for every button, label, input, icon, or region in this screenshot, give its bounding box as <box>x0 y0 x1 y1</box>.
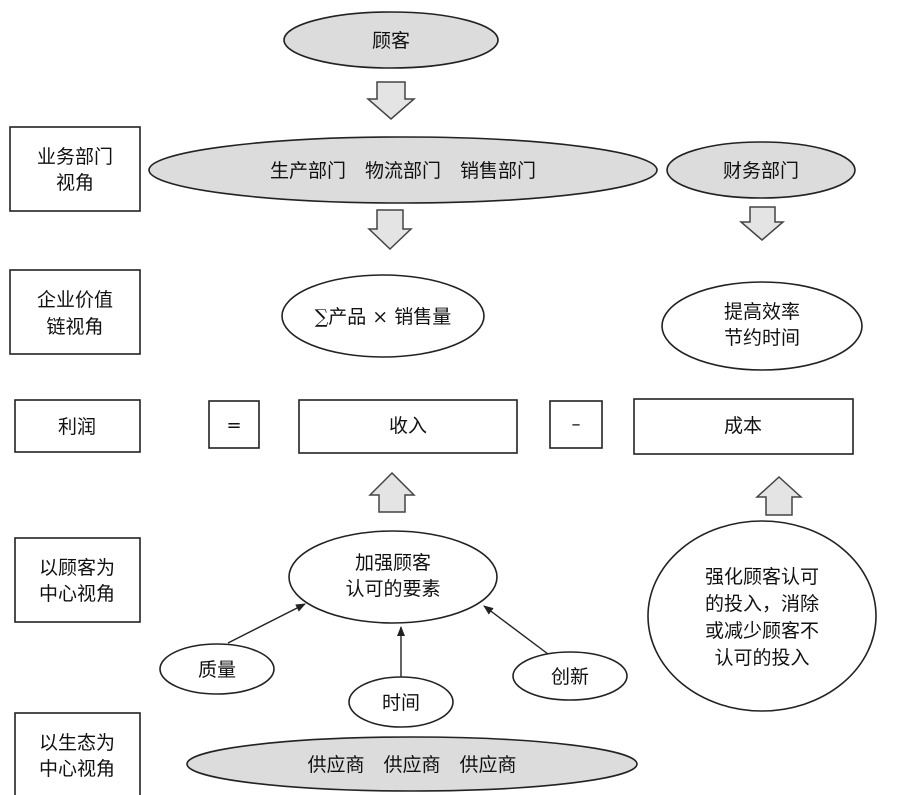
node-finance-department: 财务部门 <box>666 141 856 199</box>
svg-text:以生态为: 以生态为 <box>39 732 115 754</box>
svg-text:提高效率: 提高效率 <box>724 301 800 323</box>
svg-text:–: – <box>572 414 581 435</box>
arrow-innovation-to-factors <box>483 605 549 655</box>
node-efficiency: 提高效率 节约时间 <box>661 281 863 371</box>
node-reduce-investment: 强化顾客认可 的投入，消除 或减少顾客不 认可的投入 <box>647 520 877 712</box>
svg-text:强化顾客认可: 强化顾客认可 <box>705 566 819 588</box>
node-quality: 质量 <box>159 643 275 695</box>
arrow-down-customer-to-departments <box>365 81 417 120</box>
arrow-down-finance-to-efficiency <box>738 206 786 241</box>
node-customer-factors: 加强顾客 认可的要素 <box>288 530 498 624</box>
perspective-ecosystem-center: 以生态为 中心视角 <box>14 712 141 795</box>
perspective-profit: 利润 <box>14 399 141 453</box>
svg-text:供应商 供应商 供应商: 供应商 供应商 供应商 <box>307 754 516 776</box>
svg-text:财务部门: 财务部门 <box>723 160 799 182</box>
svg-text:∑产品 × 销售量: ∑产品 × 销售量 <box>315 306 452 328</box>
svg-text:节约时间: 节约时间 <box>724 327 800 349</box>
svg-text:创新: 创新 <box>551 666 589 688</box>
arrow-down-departments-to-formula <box>367 209 413 251</box>
svg-text:认可的要素: 认可的要素 <box>345 578 440 600</box>
svg-text:的投入，消除: 的投入，消除 <box>705 593 819 615</box>
svg-text:或减少顾客不: 或减少顾客不 <box>705 620 819 642</box>
svg-text:链视角: 链视角 <box>46 316 103 338</box>
svg-text:业务部门: 业务部门 <box>37 146 113 168</box>
arrow-up-investment-to-cost <box>755 475 803 516</box>
svg-text:加强顾客: 加强顾客 <box>355 552 431 574</box>
perspective-customer-center: 以顾客为 中心视角 <box>14 537 141 623</box>
perspective-business-dept: 业务部门 视角 <box>9 126 141 212</box>
node-cost: 成本 <box>633 398 854 455</box>
svg-text:利润: 利润 <box>58 416 96 438</box>
svg-text:成本: 成本 <box>724 415 762 437</box>
svg-text:中心视角: 中心视角 <box>39 758 115 780</box>
node-revenue: 收入 <box>298 399 518 454</box>
svg-text:时间: 时间 <box>382 692 420 714</box>
node-customer: 顾客 <box>283 11 499 69</box>
minus-operator: – <box>549 400 603 449</box>
svg-text:质量: 质量 <box>198 659 236 681</box>
node-operations-departments: 生产部门 物流部门 销售部门 <box>148 136 658 204</box>
svg-text:视角: 视角 <box>56 172 94 194</box>
svg-text:中心视角: 中心视角 <box>39 583 115 605</box>
node-sales-formula: ∑产品 × 销售量 <box>281 274 485 358</box>
node-time: 时间 <box>348 676 454 728</box>
svg-text:企业价值: 企业价值 <box>37 289 113 311</box>
perspective-value-chain: 企业价值 链视角 <box>9 269 141 355</box>
arrow-quality-to-factors <box>227 603 306 644</box>
svg-text:顾客: 顾客 <box>372 30 410 52</box>
svg-text:以顾客为: 以顾客为 <box>39 557 115 579</box>
node-suppliers: 供应商 供应商 供应商 <box>186 736 638 792</box>
svg-text:认可的投入: 认可的投入 <box>714 647 809 669</box>
svg-text:收入: 收入 <box>389 415 427 437</box>
svg-text:=: = <box>226 415 241 436</box>
arrow-up-factors-to-revenue <box>368 471 416 513</box>
svg-text:生产部门 物流部门 销售部门: 生产部门 物流部门 销售部门 <box>270 160 536 182</box>
node-innovation: 创新 <box>512 651 628 701</box>
equals-operator: = <box>208 400 260 449</box>
